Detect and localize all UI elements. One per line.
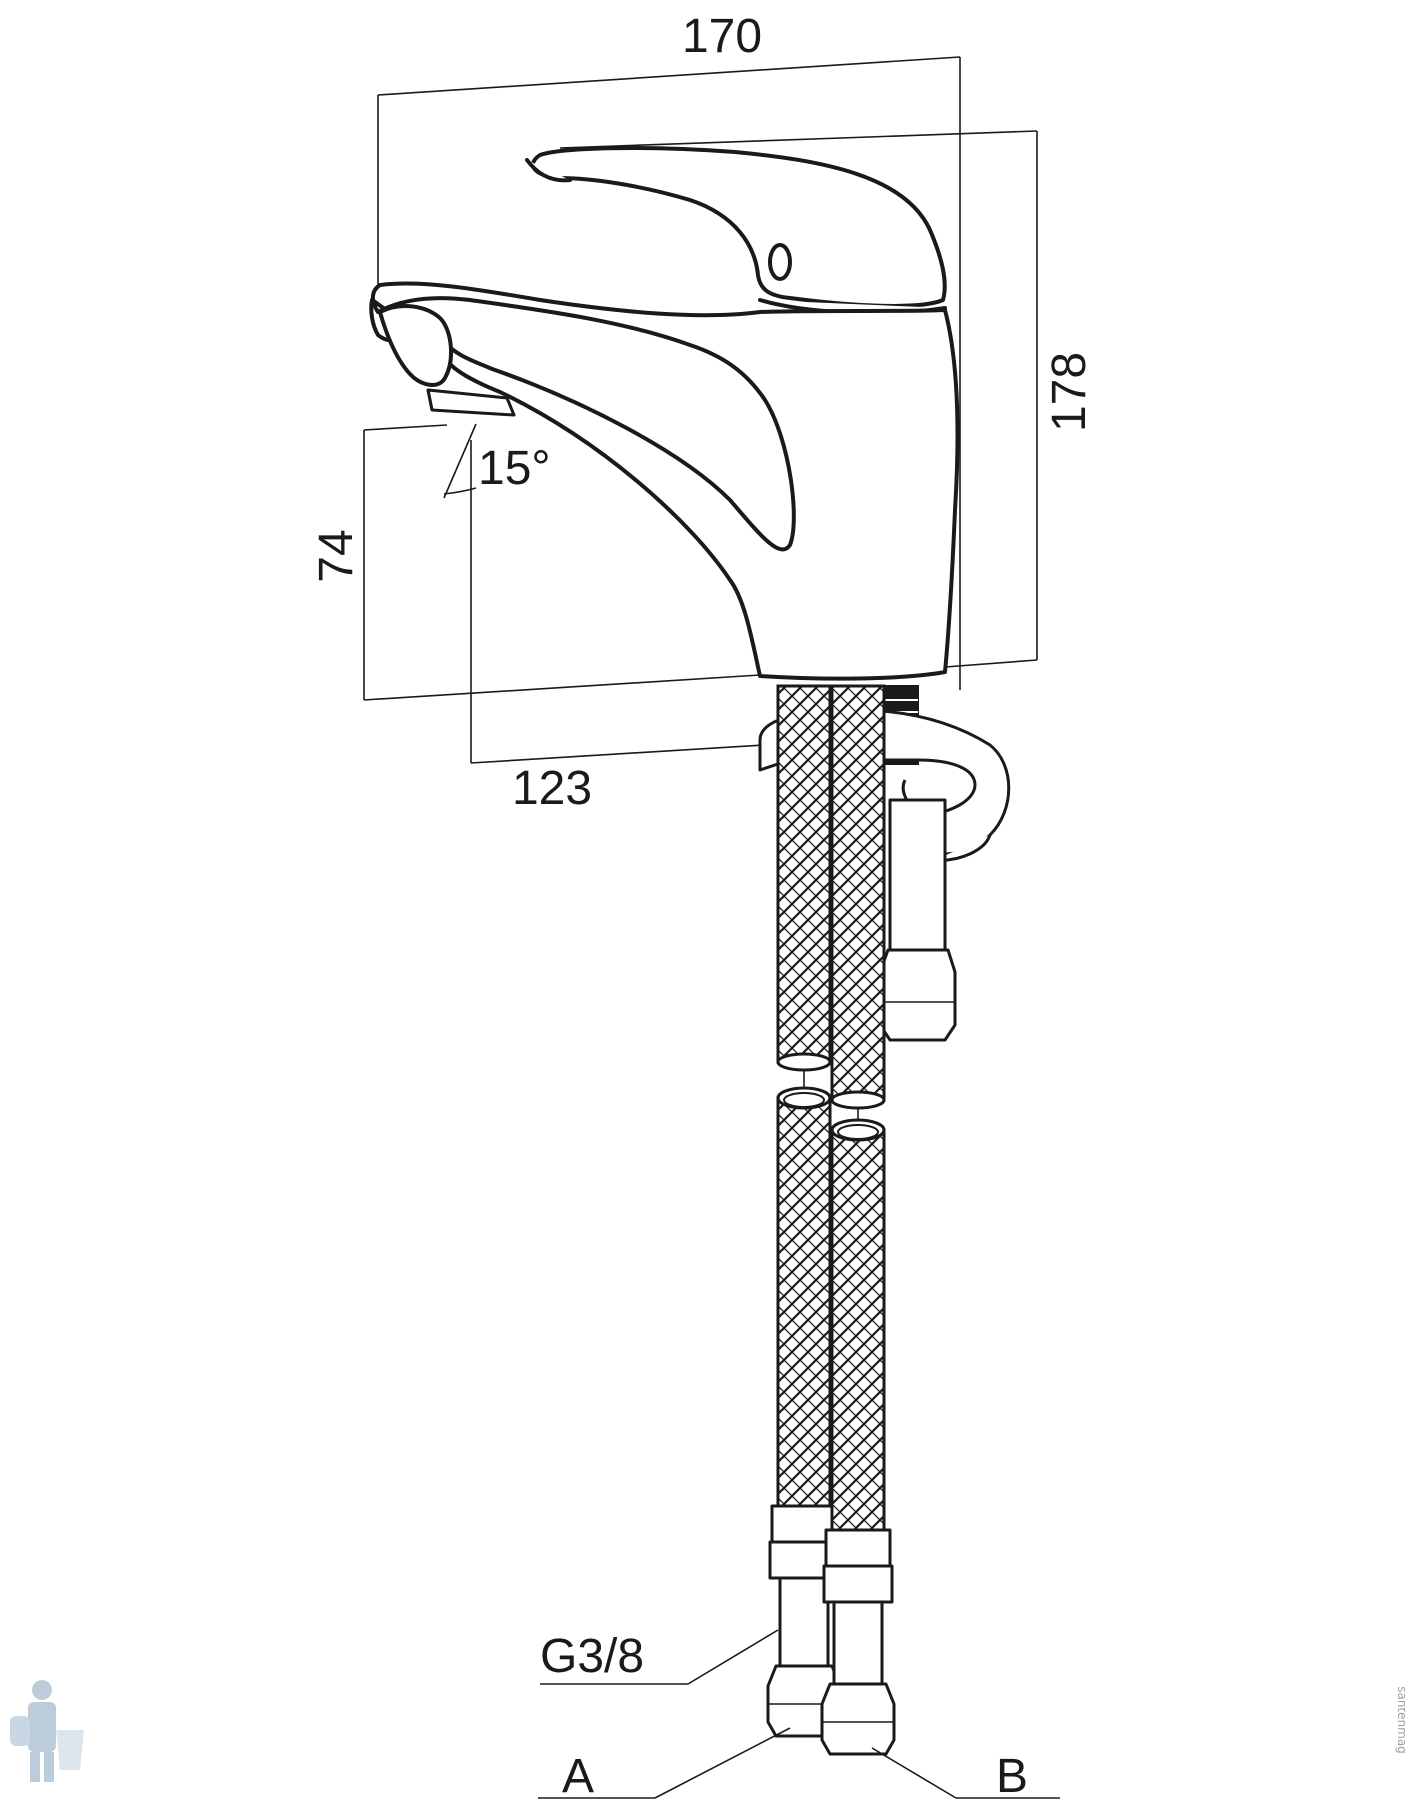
watermark-text: santehmag [1395, 1686, 1405, 1754]
dimension-spout-reach-label: 123 [512, 762, 592, 815]
dimension-spout-height-label: 74 [310, 529, 363, 582]
faucet-body [369, 146, 960, 681]
hose-label-b: B [996, 1750, 1028, 1800]
dimension-width-label: 170 [682, 10, 762, 63]
leader-lines [538, 1629, 1060, 1799]
watermark-logo [10, 1680, 84, 1782]
dimension-angle-label: 15° [478, 442, 551, 495]
thread-size-label: G3/8 [540, 1630, 644, 1683]
hose-label-a: A [562, 1750, 594, 1800]
mounting-bracket [758, 708, 1011, 1042]
hose-a [766, 684, 842, 1738]
dimension-lines [363, 56, 1038, 764]
dimension-height-label: 178 [1043, 352, 1096, 432]
hose-b [820, 684, 896, 1756]
